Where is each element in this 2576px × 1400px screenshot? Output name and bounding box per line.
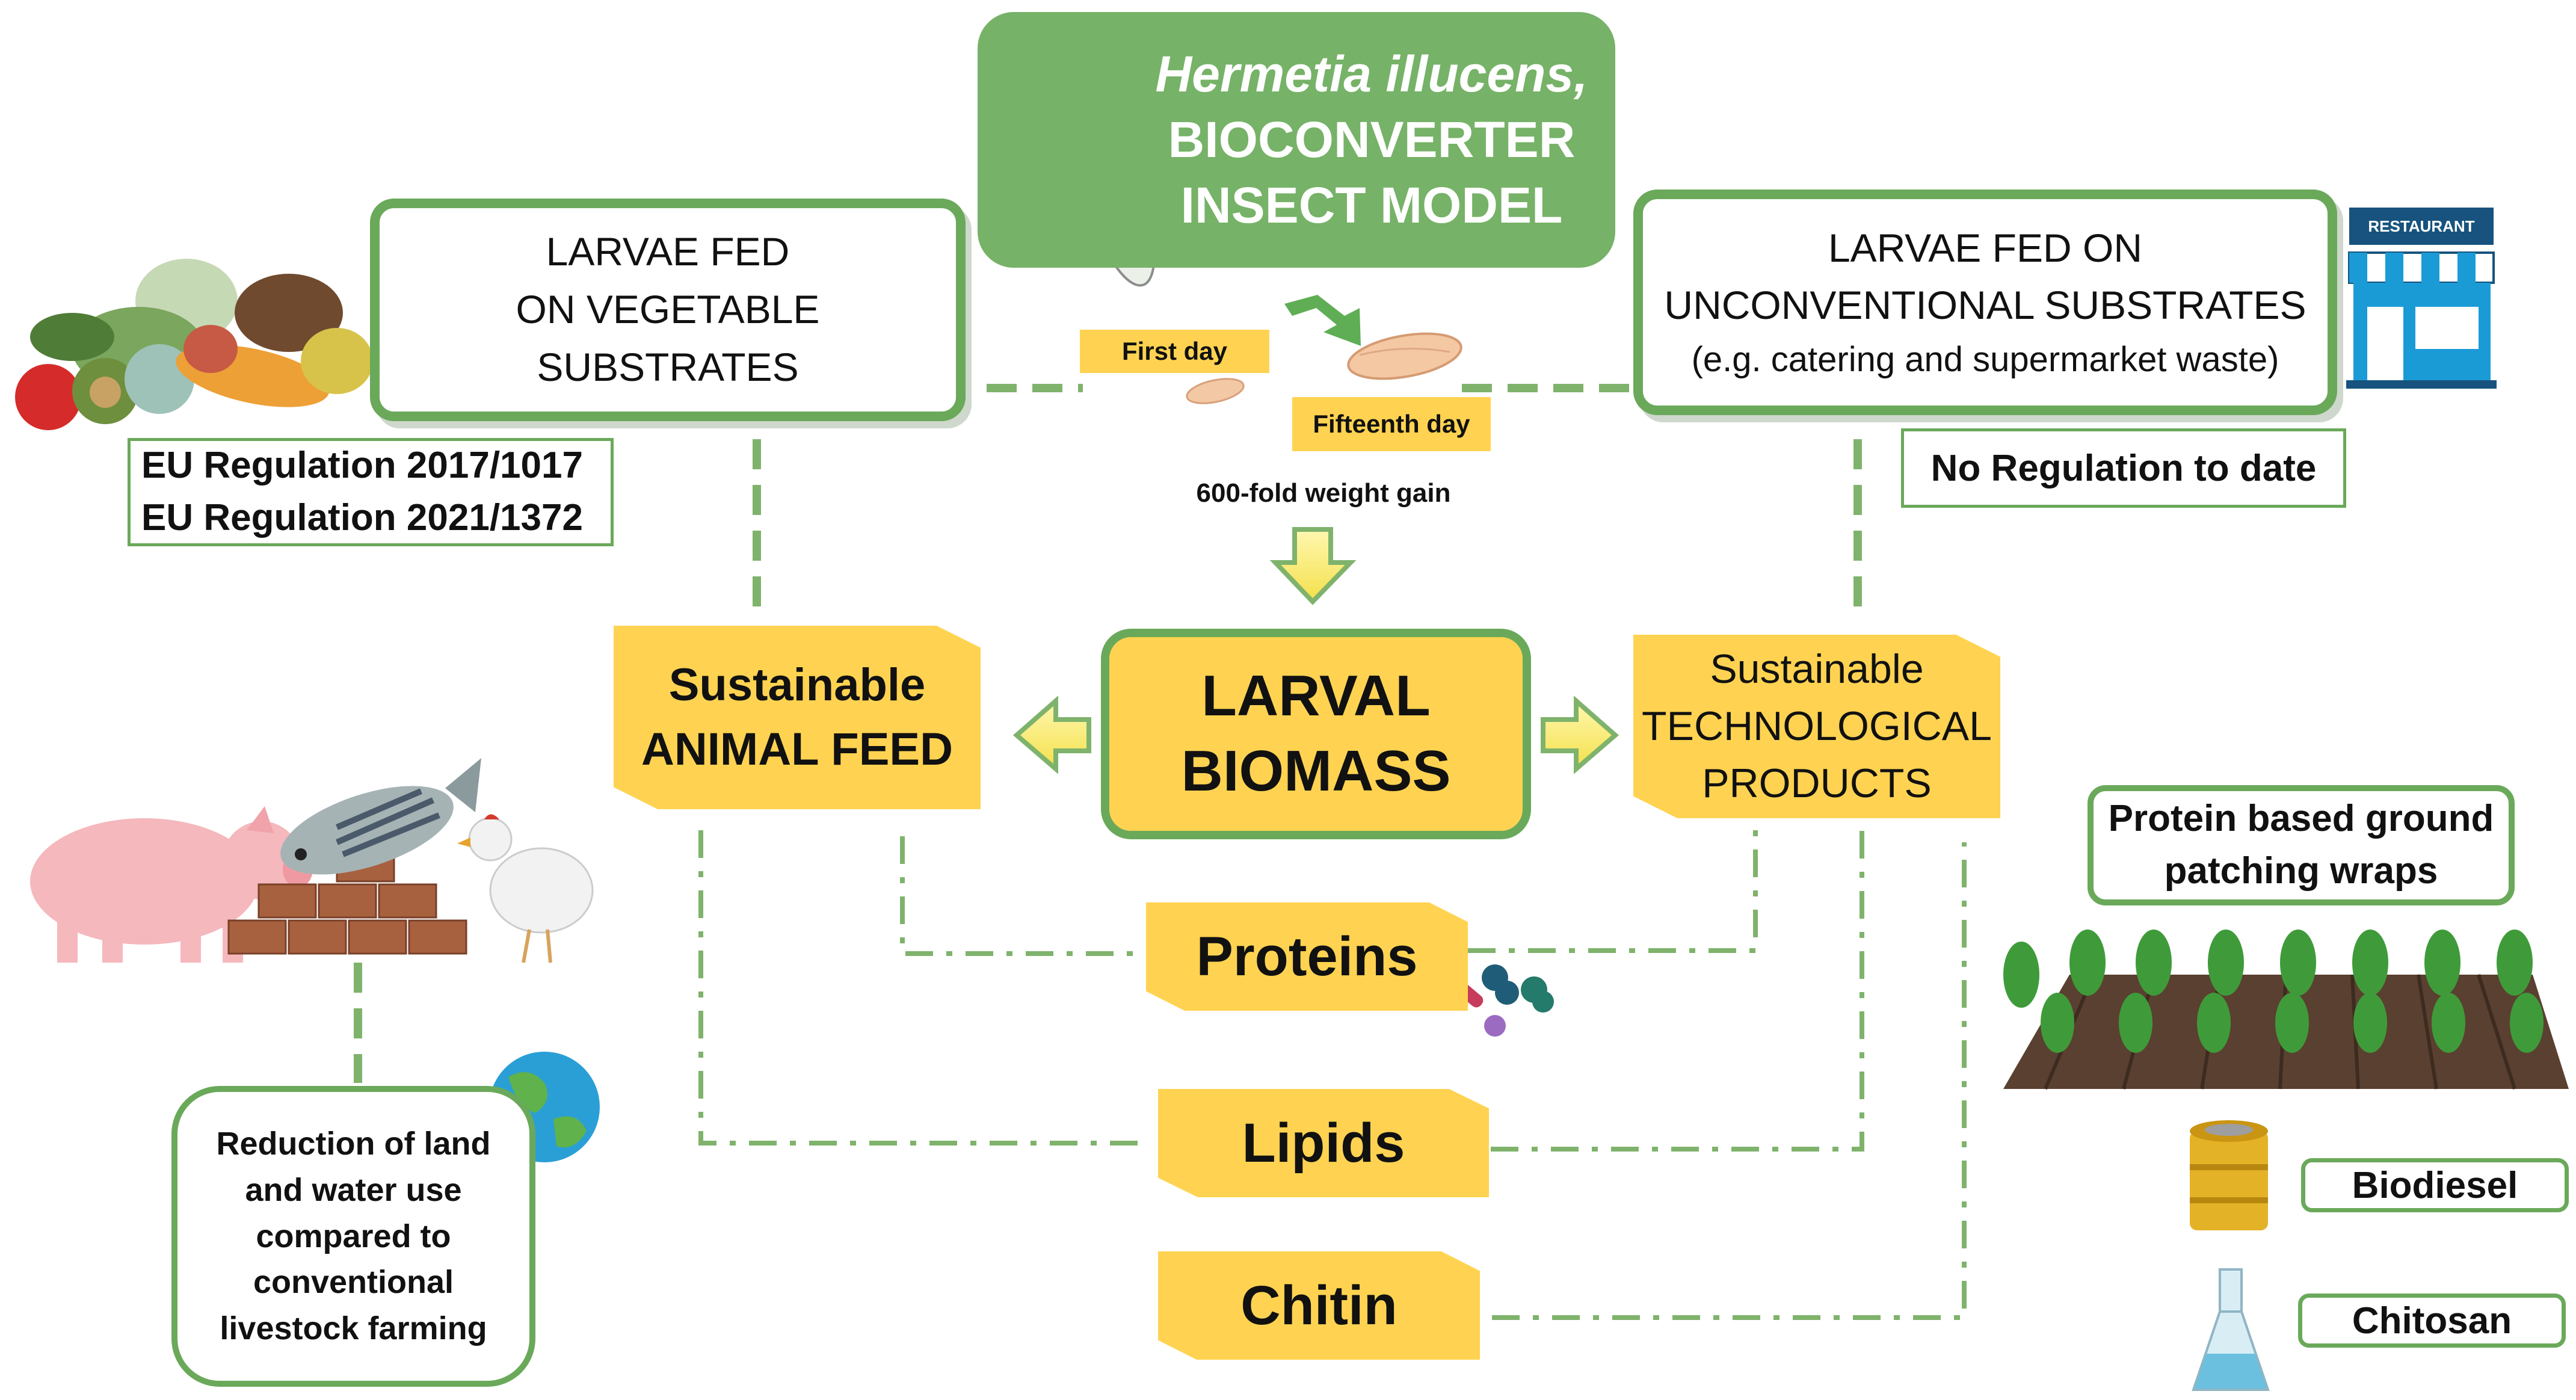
tech-products-box: Sustainable TECHNOLOGICAL PRODUCTS [1633, 635, 2000, 818]
biomass-line1: LARVAL [1201, 664, 1431, 729]
vegetable-substrates-box: LARVAE FED ON VEGETABLE SUBSTRATES [370, 199, 966, 421]
land-line1: Reduction of land [216, 1126, 491, 1162]
flask-icon [2192, 1268, 2270, 1391]
larval-biomass-box: LARVAL BIOMASS [1101, 629, 1531, 839]
vegetables-icon [15, 259, 373, 430]
land-line3: compared to [256, 1218, 451, 1254]
fifteenth-day-tag: Fifteenth day [1292, 397, 1491, 451]
title-line2: BIOCONVERTER [1168, 111, 1576, 168]
title-species: Hermetia illucens, [1155, 45, 1588, 102]
unconventional-line1: LARVAE FED ON [1828, 225, 2143, 270]
chitosan-box: Chitosan [2298, 1294, 2566, 1348]
land-line2: and water use [245, 1171, 462, 1208]
unconventional-line2: UNCONVENTIONAL SUBSTRATES [1664, 283, 2306, 328]
title-box: Hermetia illucens, BIOCONVERTER INSECT M… [978, 12, 1615, 268]
tech-line3: PRODUCTS [1702, 760, 1932, 807]
biodiesel-label: Biodiesel [2352, 1164, 2518, 1206]
vegetable-line1: LARVAE FED [546, 229, 790, 274]
biomass-line2: BIOMASS [1181, 739, 1451, 803]
lipids-label: Lipids [1242, 1112, 1405, 1174]
eu-regulation-1: EU Regulation 2017/1017 [141, 445, 583, 487]
left-arrow [1012, 695, 1091, 774]
chitosan-label: Chitosan [2352, 1300, 2512, 1342]
animal-feed-line2: ANIMAL FEED [641, 723, 953, 775]
no-regulation-box: No Regulation to date [1901, 428, 2346, 508]
no-regulation-text: No Regulation to date [1930, 447, 2317, 489]
larva-icon [1186, 332, 1462, 404]
tech-line1: Sustainable [1710, 646, 1924, 692]
chicken-icon [457, 814, 594, 963]
dashdot-connectors [698, 824, 1967, 1320]
wraps-line2: patching wraps [2164, 850, 2438, 892]
weight-gain-label: 600-fold weight gain [1125, 475, 1522, 511]
oil-barrel-icon [2190, 1120, 2268, 1230]
proteins-label: Proteins [1196, 925, 1418, 987]
feed-bricks-icon [227, 847, 467, 955]
wraps-line1: Protein based ground [2108, 798, 2494, 840]
restaurant-sign: RESTAURANT [2349, 208, 2494, 245]
restaurant-icon [2346, 208, 2497, 389]
crop-field-icon [2003, 930, 2569, 1090]
eu-regulation-box: EU Regulation 2017/1017 EU Regulation 20… [128, 438, 614, 546]
animal-feed-line1: Sustainable [668, 659, 926, 711]
title-line3: INSECT MODEL [1180, 177, 1563, 234]
unconventional-line3: (e.g. catering and supermarket waste) [1691, 340, 2279, 380]
chitin-label: Chitin [1240, 1274, 1397, 1336]
growth-arrow-icon [1284, 295, 1361, 346]
chitin-box: Chitin [1158, 1251, 1480, 1360]
tech-line2: TECHNOLOGICAL [1642, 703, 1992, 749]
unconventional-substrates-box: LARVAE FED ON UNCONVENTIONAL SUBSTRATES … [1633, 190, 2337, 415]
biodiesel-box: Biodiesel [2301, 1158, 2569, 1212]
proteins-box: Proteins [1146, 902, 1468, 1011]
fish-icon [280, 758, 481, 875]
down-arrow [1269, 527, 1357, 605]
right-arrow [1541, 695, 1619, 774]
lipids-box: Lipids [1158, 1089, 1489, 1197]
land-water-box: Reduction of land and water use compared… [171, 1086, 535, 1387]
dashed-connectors [354, 384, 1862, 1083]
first-day-label: First day [1121, 337, 1228, 365]
eu-regulation-2: EU Regulation 2021/1372 [141, 497, 583, 538]
restaurant-sign-text: RESTAURANT [2368, 217, 2475, 235]
first-day-tag: First day [1080, 330, 1269, 373]
fifteenth-day-label: Fifteenth day [1313, 410, 1470, 438]
animal-feed-box: Sustainable ANIMAL FEED [614, 626, 981, 809]
protein-wraps-box: Protein based ground patching wraps [2088, 785, 2515, 905]
land-line5: livestock farming [220, 1310, 487, 1346]
weight-gain-text: 600-fold weight gain [1196, 478, 1451, 508]
land-line4: conventional [253, 1264, 454, 1301]
vegetable-line2: ON VEGETABLE SUBSTRATES [516, 287, 820, 389]
